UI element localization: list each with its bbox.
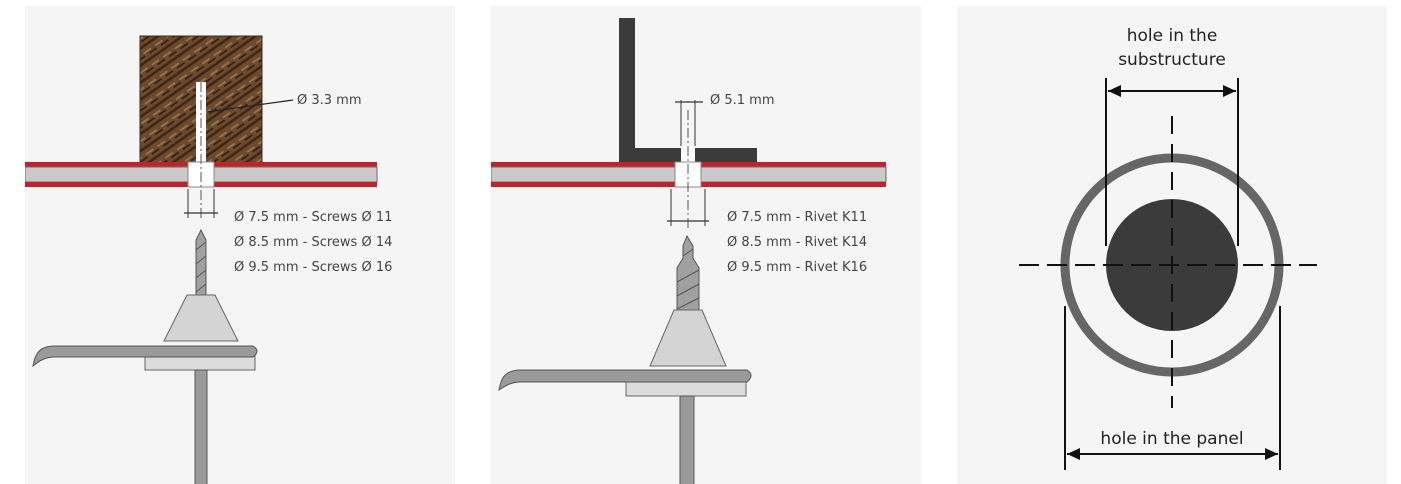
- hole-size-diagram-panel: hole in the substructure hole in the pan…: [957, 6, 1387, 484]
- pilot-hole-label: Ø 3.3 mm: [297, 93, 362, 108]
- screw-diagram-panel: Ø 3.3 mm Ø 7.5 mm - Screws Ø 11 Ø 8.5 mm…: [25, 6, 455, 484]
- size-label-1: Ø 7.5 mm - Rivet K11: [727, 210, 867, 225]
- angle-profile: [619, 18, 757, 162]
- step-drill-bit: [195, 228, 207, 297]
- drill-shaft: [194, 369, 208, 484]
- rivet-diagram: Ø 5.1 mm Ø 7.5 mm - Rivet K11 Ø 8.5 mm -…: [491, 18, 887, 484]
- step-drill-bit: [676, 234, 700, 311]
- size-label-1: Ø 7.5 mm - Screws Ø 11: [234, 210, 392, 225]
- drill-shaft: [679, 395, 695, 484]
- screw-diagram: Ø 3.3 mm Ø 7.5 mm - Screws Ø 11 Ø 8.5 mm…: [25, 35, 392, 484]
- substructure-label-line1: hole in the: [1127, 26, 1218, 46]
- hole-size-diagram: hole in the substructure hole in the pan…: [1019, 26, 1317, 470]
- size-label-3: Ø 9.5 mm - Screws Ø 16: [234, 260, 392, 275]
- angle-hole-label: Ø 5.1 mm: [710, 93, 775, 108]
- size-label-2: Ø 8.5 mm - Rivet K14: [727, 235, 867, 250]
- size-label-3: Ø 9.5 mm - Rivet K16: [727, 260, 867, 275]
- size-label-2: Ø 8.5 mm - Screws Ø 14: [234, 235, 392, 250]
- depth-stop: [163, 294, 239, 342]
- drill-handle: [498, 369, 752, 392]
- leader-line: [206, 99, 294, 113]
- substructure-label-line2: substructure: [1118, 50, 1226, 70]
- drill-handle: [32, 345, 258, 368]
- panel-hole-label: hole in the panel: [1100, 429, 1243, 449]
- rivet-diagram-panel: Ø 5.1 mm Ø 7.5 mm - Rivet K11 Ø 8.5 mm -…: [491, 6, 921, 484]
- depth-stop: [649, 309, 727, 367]
